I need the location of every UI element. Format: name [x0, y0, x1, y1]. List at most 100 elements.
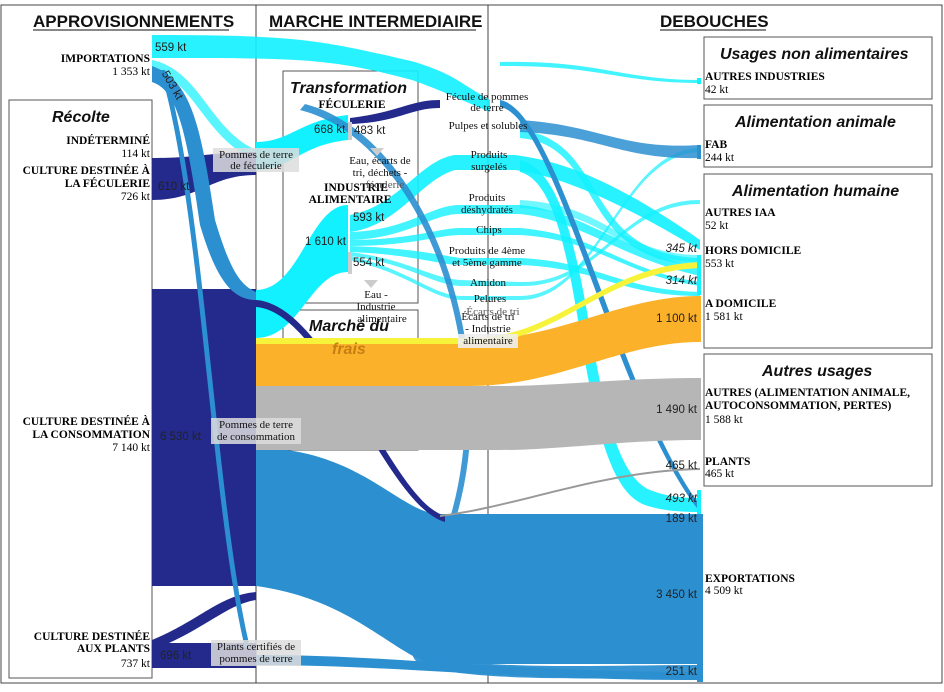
label-surgeles-2: surgelés — [471, 161, 507, 173]
label-ecarts-hidden: Écarts de tri — [466, 306, 519, 318]
waste-industrie-arrow — [364, 280, 378, 288]
label-a-domicile: A DOMICILE — [705, 298, 777, 310]
label-gamme-2: et 5ème gamme — [452, 257, 522, 269]
flow-surgeles-export — [520, 160, 700, 512]
label-bg-plants — [211, 640, 301, 666]
value-domicile-in: 1 100 kt — [656, 313, 698, 325]
label-autres-iaa: AUTRES IAA — [705, 207, 776, 219]
label-waste-ind-2: Industrie — [356, 301, 395, 313]
waste-industrie-bar — [348, 252, 352, 274]
value-fab: 244 kt — [705, 152, 735, 164]
label-feculerie-2: LA FÉCULERIE — [65, 176, 151, 190]
node-fab — [697, 145, 701, 159]
non-alim-box — [703, 36, 933, 100]
autres-usages-box — [703, 353, 933, 487]
label-pulpes: Pulpes et solubles — [449, 120, 528, 132]
value-plants-side: 696 kt — [160, 650, 192, 662]
header-approvisionnements: APPROVISIONNEMENTS — [33, 12, 234, 31]
label-pdtc-2: de consommation — [217, 431, 295, 443]
label-pdtf-1: Pommes de terre — [219, 149, 293, 161]
title-marche-frais-1: Marché du — [309, 318, 389, 335]
flow-amidon — [350, 200, 700, 287]
value-feculerie-waste: 483 kt — [354, 125, 386, 137]
label-consommation-2: LA CONSOMMATION — [32, 429, 150, 441]
label-waste-ind-1: Eau - — [364, 289, 388, 301]
header-marche: MARCHE INTERMEDIAIRE — [269, 12, 482, 31]
value-plants-out: 465 kt — [705, 468, 735, 480]
value-autres: 1 588 kt — [705, 414, 744, 426]
flow-export-main — [440, 514, 700, 664]
flow-plants-export — [256, 655, 700, 680]
node-exportations — [697, 514, 703, 682]
value-feculerie-side: 610 kt — [158, 181, 190, 193]
label-ecarts-1: Écarts de tri — [461, 311, 514, 323]
label-exportations: EXPORTATIONS — [705, 573, 795, 585]
label-industrie-1: INDUSTRIE — [324, 182, 388, 194]
title-recolte: Récolte — [52, 109, 110, 126]
label-plants-2: AUX PLANTS — [77, 643, 150, 655]
title-transformation: Transformation — [290, 80, 407, 97]
flow-pdtc-export-c — [256, 448, 440, 664]
value-imports-top: 559 kt — [155, 42, 187, 54]
flow-feculerie-fecule — [350, 100, 440, 124]
value-consommation-side: 6 530 kt — [160, 431, 202, 443]
node-plants-out — [697, 490, 701, 514]
value-export-in4: 251 kt — [666, 666, 698, 678]
label-deshydrates-2: déshydratés — [461, 204, 513, 216]
label-plants-1: CULTURE DESTINÉE — [34, 629, 151, 643]
label-autres-industries: AUTRES INDUSTRIES — [705, 71, 825, 83]
value-industrie-waste: 554 kt — [353, 257, 385, 269]
label-autres-1: AUTRES (ALIMENTATION ANIMALE, — [705, 387, 910, 399]
label-importations: IMPORTATIONS — [61, 53, 150, 65]
flow-surgeles — [350, 155, 700, 250]
value-importations: 1 353 kt — [112, 66, 151, 78]
flow-autres-industries — [500, 61, 700, 83]
label-gamme-1: Produits de 4ème — [449, 245, 525, 257]
title-alim-animale: Alimentation animale — [734, 114, 896, 131]
label-waste-fec-2: tri, déchets - — [353, 167, 408, 179]
label-waste-ind-3: alimentaire — [357, 313, 407, 325]
label-amidon: Amidon — [470, 277, 507, 289]
header-debouches: DEBOUCHES — [660, 12, 769, 31]
node-hors-domicile — [697, 255, 701, 295]
value-export-in2: 189 kt — [666, 513, 698, 525]
flow-autres — [256, 378, 700, 450]
flow-hors-domicile-yellow — [256, 262, 700, 344]
value-feculerie: 726 kt — [121, 191, 151, 203]
flow-fab — [520, 120, 700, 159]
waste-feculerie-arrow — [370, 148, 384, 156]
label-surgeles-1: Produits — [471, 149, 508, 161]
label-plants-out: PLANTS — [705, 456, 750, 468]
flow-hors-domicile — [520, 200, 700, 262]
value-hors-domicile-in2: 314 kt — [666, 275, 698, 287]
flow-plants-grey — [440, 468, 700, 517]
title-autres-usages: Autres usages — [761, 363, 872, 380]
label-industrie-2: ALIMENTAIRE — [309, 194, 392, 206]
flow-imports-top — [152, 35, 490, 112]
label-autres-2: AUTOCONSOMMATION, PERTES) — [705, 400, 892, 412]
label-plants-cert-2: pommes de terre — [219, 653, 292, 665]
label-feculerie-node: FÉCULERIE — [318, 97, 385, 111]
value-export-in1: 493 kt — [666, 493, 698, 505]
node-a-domicile — [697, 296, 701, 342]
value-industrie-in: 1 610 kt — [305, 236, 347, 248]
flow-imports-consommation — [152, 66, 256, 300]
title-marche-frais-2: frais — [332, 341, 366, 358]
flow-plants-line — [152, 592, 256, 650]
title-non-alim: Usages non alimentaires — [720, 46, 909, 63]
alim-animale-box — [703, 104, 933, 168]
label-waste-fec-1: Eau, écarts de — [349, 155, 410, 167]
label-fecule-1: Fécule de pommes — [446, 91, 528, 103]
label-ecarts-2: - Industrie — [465, 323, 511, 335]
label-pelures: Pelures — [474, 293, 506, 305]
node-autres — [697, 378, 701, 440]
label-hors-domicile: HORS DOMICILE — [705, 245, 801, 257]
value-autres-iaa: 52 kt — [705, 220, 729, 232]
value-export-in3: 3 450 kt — [656, 589, 698, 601]
label-deshydrates-1: Produits — [469, 192, 506, 204]
outer-frame — [0, 4, 943, 684]
value-plants: 737 kt — [121, 658, 151, 670]
label-feculerie-1: CULTURE DESTINÉE À — [23, 163, 151, 177]
